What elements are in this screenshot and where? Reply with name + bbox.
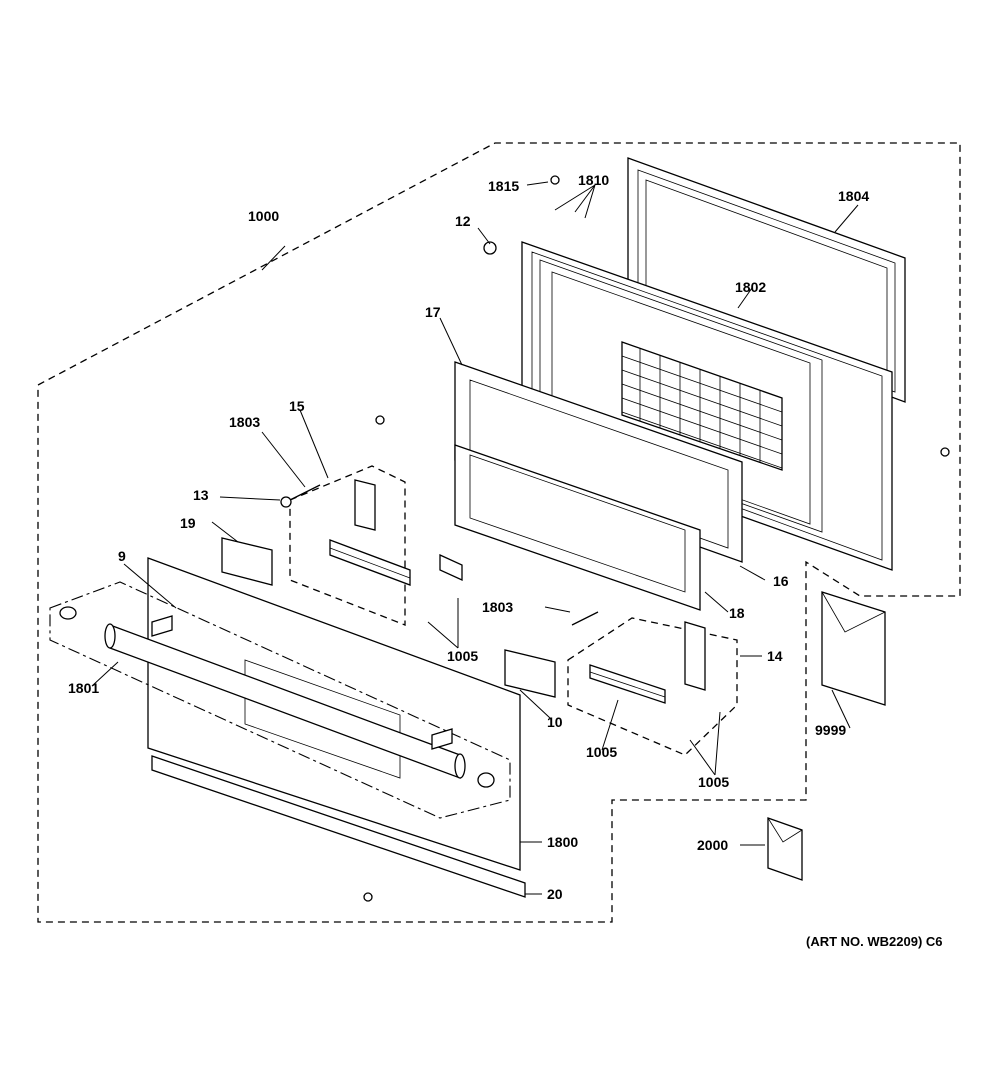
label-14: 14 bbox=[767, 648, 783, 664]
label-1005-b: 1005 bbox=[586, 744, 618, 760]
label-1803-a: 1803 bbox=[229, 414, 261, 430]
label-1005-a: 1005 bbox=[447, 648, 479, 664]
part-10-bracket bbox=[504, 649, 556, 698]
screws bbox=[280, 175, 950, 902]
hinge-assembly-14 bbox=[567, 617, 738, 756]
label-1802: 1802 bbox=[735, 279, 767, 295]
part-17-glass-panel bbox=[454, 361, 743, 611]
label-1815: 1815 bbox=[488, 178, 520, 194]
label-10: 10 bbox=[547, 714, 563, 730]
label-13: 13 bbox=[193, 487, 209, 503]
part-19-bracket bbox=[221, 537, 273, 586]
label-17: 17 bbox=[425, 304, 441, 320]
part-1803-spring-a bbox=[289, 484, 321, 501]
label-1801: 1801 bbox=[68, 680, 100, 696]
label-15: 15 bbox=[289, 398, 305, 414]
label-1800: 1800 bbox=[547, 834, 579, 850]
label-12: 12 bbox=[455, 213, 471, 229]
part-9999-envelope bbox=[821, 591, 886, 706]
assembly-1801-outline bbox=[49, 581, 511, 819]
label-2000: 2000 bbox=[697, 837, 729, 853]
part-1801-handle-bar bbox=[59, 606, 495, 788]
art-number: (ART NO. WB2209) C6 bbox=[806, 934, 943, 949]
part-20-bottom-trim bbox=[151, 755, 526, 898]
window-mesh bbox=[621, 341, 783, 471]
label-1810: 1810 bbox=[578, 172, 610, 188]
label-1000: 1000 bbox=[248, 208, 280, 224]
label-1803-b: 1803 bbox=[482, 599, 514, 615]
hinge-assembly-15 bbox=[289, 465, 463, 626]
label-1804: 1804 bbox=[838, 188, 870, 204]
part-2000-envelope bbox=[767, 817, 803, 881]
label-16: 16 bbox=[773, 573, 789, 589]
assembly-1000-outline bbox=[37, 142, 961, 923]
label-1005-c: 1005 bbox=[698, 774, 730, 790]
label-9999: 9999 bbox=[815, 722, 847, 738]
label-19: 19 bbox=[180, 515, 196, 531]
leader-lines bbox=[91, 181, 859, 895]
label-20: 20 bbox=[547, 886, 563, 902]
label-18: 18 bbox=[729, 605, 745, 621]
label-9: 9 bbox=[118, 548, 126, 564]
part-1803-spring-b bbox=[571, 611, 599, 626]
